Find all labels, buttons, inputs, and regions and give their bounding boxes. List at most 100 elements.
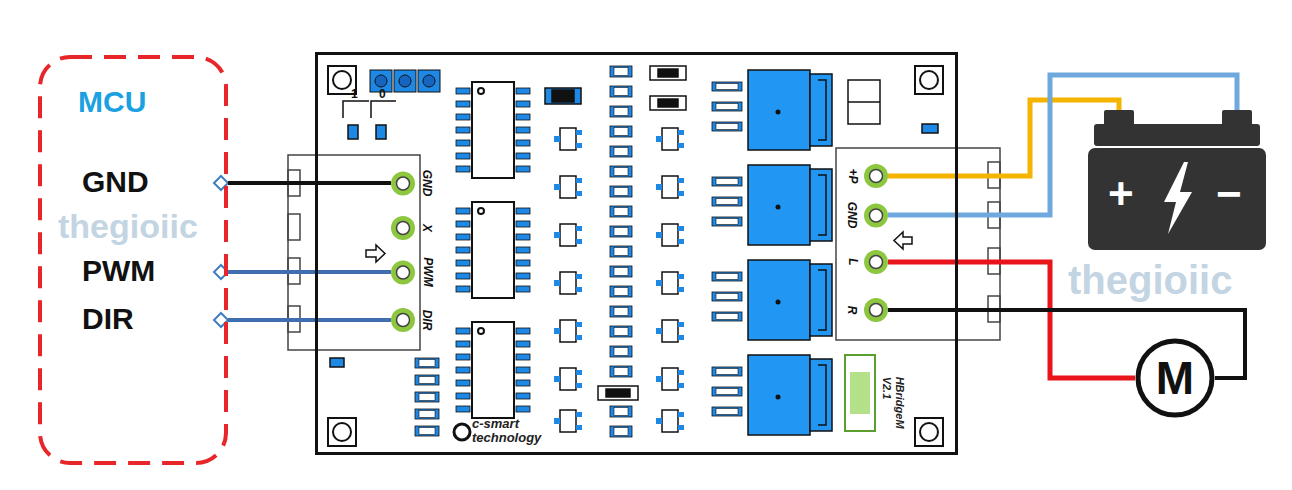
transistor xyxy=(662,128,678,150)
smd-part xyxy=(610,166,632,177)
transistor xyxy=(662,272,678,294)
transistor-pad xyxy=(576,370,582,375)
ic-pin xyxy=(516,247,530,253)
diode xyxy=(848,80,880,124)
jumper-mark: 0 xyxy=(379,88,386,101)
mosfet-pad xyxy=(716,219,738,225)
transistor-pad xyxy=(576,239,582,244)
transistor-pad xyxy=(656,376,662,382)
jumper-mark: 1 xyxy=(351,88,358,101)
terminal-screw xyxy=(870,209,883,222)
ic-dot xyxy=(478,208,484,214)
transistor-pad xyxy=(656,328,662,334)
mosfet-dot xyxy=(776,110,781,115)
mosfet-dot xyxy=(776,300,781,305)
terminal-ring xyxy=(864,164,888,188)
ic-pin xyxy=(456,367,470,373)
mosfet-pad xyxy=(716,294,738,300)
mosfet-pad xyxy=(712,197,742,206)
smd-part xyxy=(415,375,439,385)
wire xyxy=(228,270,391,274)
screw-terminal: +P xyxy=(843,163,888,189)
smd-part xyxy=(610,146,632,157)
smd-part xyxy=(610,206,632,217)
ic-pin xyxy=(516,341,530,347)
smd-part xyxy=(610,426,632,437)
battery-body xyxy=(1088,148,1266,250)
transistor-pad xyxy=(576,191,582,196)
ic-pin xyxy=(516,354,530,360)
mosfet-pad xyxy=(716,274,738,280)
transistor xyxy=(560,176,576,198)
watermark: thegioiic xyxy=(1068,258,1232,302)
transistor-pad xyxy=(554,328,560,334)
screw-terminal: GND xyxy=(391,168,436,199)
transistor-pad xyxy=(576,322,582,327)
silkscreen-text: c-smart technology xyxy=(472,417,558,444)
fuse xyxy=(845,355,875,431)
transistor xyxy=(560,410,576,432)
mosfet-dot xyxy=(776,395,781,400)
mosfet xyxy=(748,70,810,150)
smd-part xyxy=(614,148,628,156)
ic-pin xyxy=(456,101,470,107)
terminal-rib xyxy=(288,214,300,240)
ic-pin xyxy=(516,328,530,334)
smd-part xyxy=(419,377,435,384)
smd-part xyxy=(419,360,435,367)
mosfet-pad xyxy=(712,407,742,416)
smd-part xyxy=(376,125,386,139)
ic-pin xyxy=(516,406,530,412)
misc-parts xyxy=(330,66,938,440)
ic-pin xyxy=(516,114,530,120)
insert-arrow xyxy=(894,232,912,249)
resistor xyxy=(650,66,686,80)
mosfet-pad xyxy=(712,102,742,111)
ic-pin xyxy=(516,127,530,133)
transistor-pad xyxy=(576,226,582,231)
mosfet-tab xyxy=(818,175,826,235)
ic-chips xyxy=(472,82,514,418)
transistor-pad xyxy=(678,274,684,279)
transistor xyxy=(560,224,576,246)
insert-arrow xyxy=(366,245,385,262)
ic-dot xyxy=(478,328,484,334)
transistor-pad xyxy=(678,425,684,430)
ic-pin xyxy=(456,88,470,94)
transistor-pad xyxy=(576,143,582,148)
smd-part xyxy=(610,306,632,317)
mounting-hole xyxy=(333,423,351,441)
transistor-pad xyxy=(656,136,662,142)
ic-pin xyxy=(456,221,470,227)
motor-letter: M xyxy=(1135,338,1215,418)
diode xyxy=(848,101,880,103)
transistor xyxy=(560,368,576,390)
smd-part xyxy=(922,124,938,133)
ic-pin xyxy=(516,234,530,240)
mosfet xyxy=(748,165,810,245)
resistor xyxy=(606,389,630,397)
terminal-screw xyxy=(870,304,883,317)
terminal-label: GND xyxy=(420,170,434,197)
repeated-parts xyxy=(415,66,826,437)
transistor-pad xyxy=(678,322,684,327)
ic-pin xyxy=(516,260,530,266)
transistor-pad xyxy=(554,184,560,190)
ic-pin xyxy=(456,328,470,334)
mosfet-tab xyxy=(810,74,832,146)
mosfet-pad xyxy=(712,312,742,321)
transistor-pad xyxy=(678,178,684,183)
ic-pin xyxy=(516,88,530,94)
terminal-ring xyxy=(864,298,888,322)
wire xyxy=(888,100,1119,176)
ic-dot xyxy=(478,88,484,94)
resistor xyxy=(658,99,678,107)
ic-pin xyxy=(456,341,470,347)
ic-pin xyxy=(516,140,530,146)
mosfet-pad xyxy=(716,314,738,320)
mosfet-pad xyxy=(712,292,742,301)
ic-pin xyxy=(516,393,530,399)
smd-part xyxy=(610,266,632,277)
mcu-outline xyxy=(40,57,226,463)
logo-mark xyxy=(454,424,470,440)
